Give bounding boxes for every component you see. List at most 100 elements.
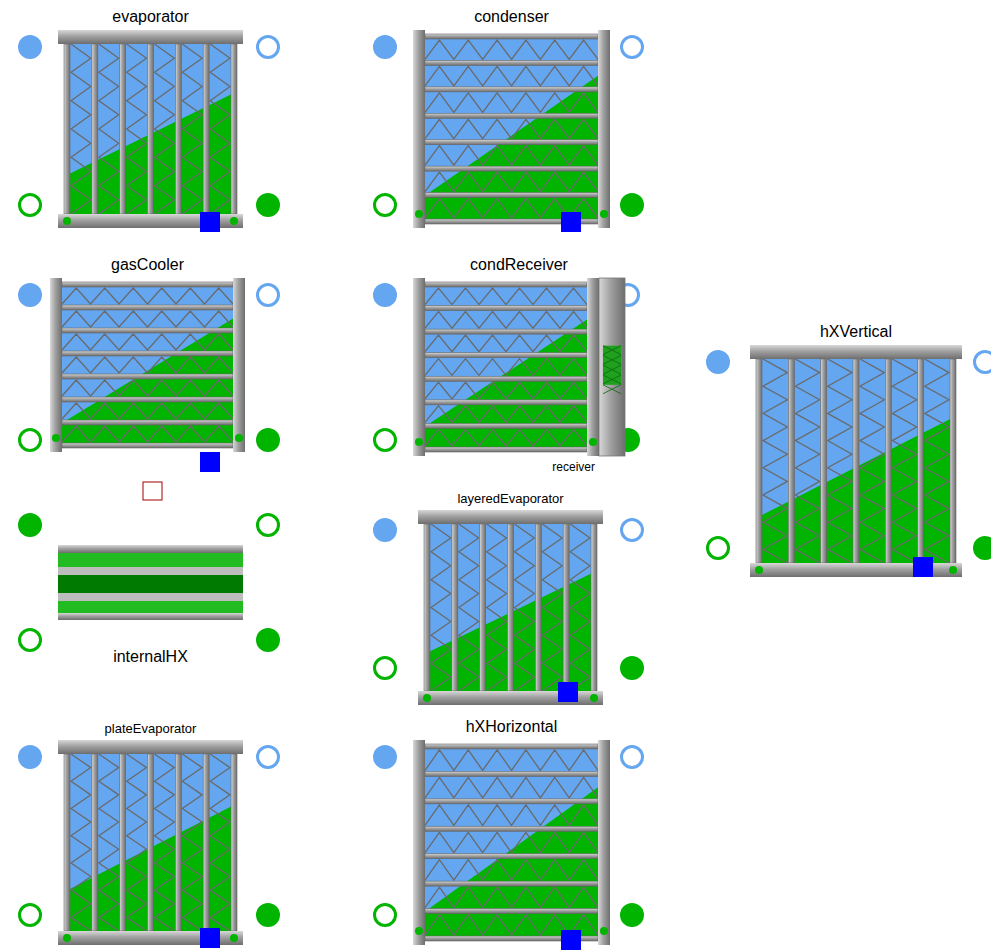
tube [535,524,541,691]
port-dot [949,566,957,574]
receiver-mesh [603,346,621,385]
fin-zigzag [425,777,598,797]
fin-zigzag [425,887,598,907]
heat-port [200,212,220,232]
fin-zigzag [425,172,598,191]
fin-zigzag [210,44,230,214]
fin-zigzag [425,93,598,112]
fin-zigzag [425,288,587,305]
tube [425,376,587,381]
tube [425,87,598,92]
mesh-line [603,346,621,355]
port-dot [590,694,598,702]
fluid-port [258,285,279,306]
fluid-port [18,283,42,307]
fin-zigzag [459,524,479,691]
fluid-port [18,745,42,769]
heat-exchanger-icon: internalHX [58,545,243,620]
exchanger-drawing [413,740,610,945]
exchanger-drawing [413,30,610,228]
fluid-port [620,656,644,680]
liquid-region [425,319,587,452]
fin-zigzag [182,754,202,931]
tube-band [58,601,243,613]
fluid-port [375,195,396,216]
header-bar [598,30,610,228]
fin-zigzag [425,40,598,59]
fin-zigzag [425,335,587,352]
mesh-line [603,385,621,394]
tube [120,754,126,931]
header-bar [58,30,243,44]
heat-port [561,930,581,950]
port-dot [63,934,71,942]
tube [62,282,233,287]
fin-zigzag [62,288,233,304]
fluid-port [622,520,643,541]
fin-zigzag [127,44,147,214]
tube [918,359,924,563]
fluid-port [18,35,42,59]
fluid-port [708,538,729,559]
tube [62,443,233,448]
heat-exchanger-icon: gasCooler [50,278,245,452]
fin-zigzag [425,382,587,399]
liquid-region [425,76,598,224]
fluid-port [622,747,643,768]
heat-exchanger-icon: condReceiverreceiver [413,278,625,456]
heat-exchanger-icon: condenser [413,30,610,228]
heat-port [913,557,933,577]
vapour-region [64,44,237,214]
fluid-port [975,352,991,373]
fluid-port [375,430,396,451]
tube [452,524,458,691]
heat-exchanger-icon: hXHorizontal [413,740,610,945]
fin-zigzag [182,44,202,214]
tube [62,397,233,402]
component-name: evaporator [112,8,189,26]
tube [425,140,598,145]
tube [425,826,598,831]
tube [425,329,587,334]
fluid-port [706,350,730,374]
part-name: receiver [552,461,595,474]
header-bar [58,740,243,754]
mesh-line [603,365,621,374]
heat-port [558,682,578,702]
vapour-region [424,524,597,691]
tube [120,44,126,214]
tube [788,359,794,563]
tube [231,754,237,931]
fin-zigzag [71,44,91,214]
vapour-region [756,359,956,563]
fin-zigzag [425,832,598,852]
tube-band [58,553,243,567]
tube [175,754,181,931]
tube [231,44,237,214]
fin-zigzag [487,524,507,691]
tube [425,744,598,749]
fin-zigzag [62,334,233,350]
port-dot [415,210,423,218]
vapour-region [425,282,587,452]
heat-port [200,452,220,472]
port-dot [235,434,243,442]
tube [62,420,233,425]
tube [591,524,597,691]
port-dot [52,434,60,442]
fin-zigzag [425,805,598,825]
fluid-port [622,37,643,58]
tube [563,524,569,691]
fin-zigzag [210,754,230,931]
tube [425,113,598,118]
header-bar [598,740,610,945]
tube [508,524,514,691]
receiver-vessel [599,278,625,456]
fin-zigzag [425,146,598,165]
exchanger-drawing [418,510,603,705]
heat-port [561,212,581,232]
heat-exchanger-icon: hXVertical [750,345,962,577]
fluid-port [620,903,644,927]
port-dot [230,934,238,942]
fin-zigzag [155,754,175,931]
